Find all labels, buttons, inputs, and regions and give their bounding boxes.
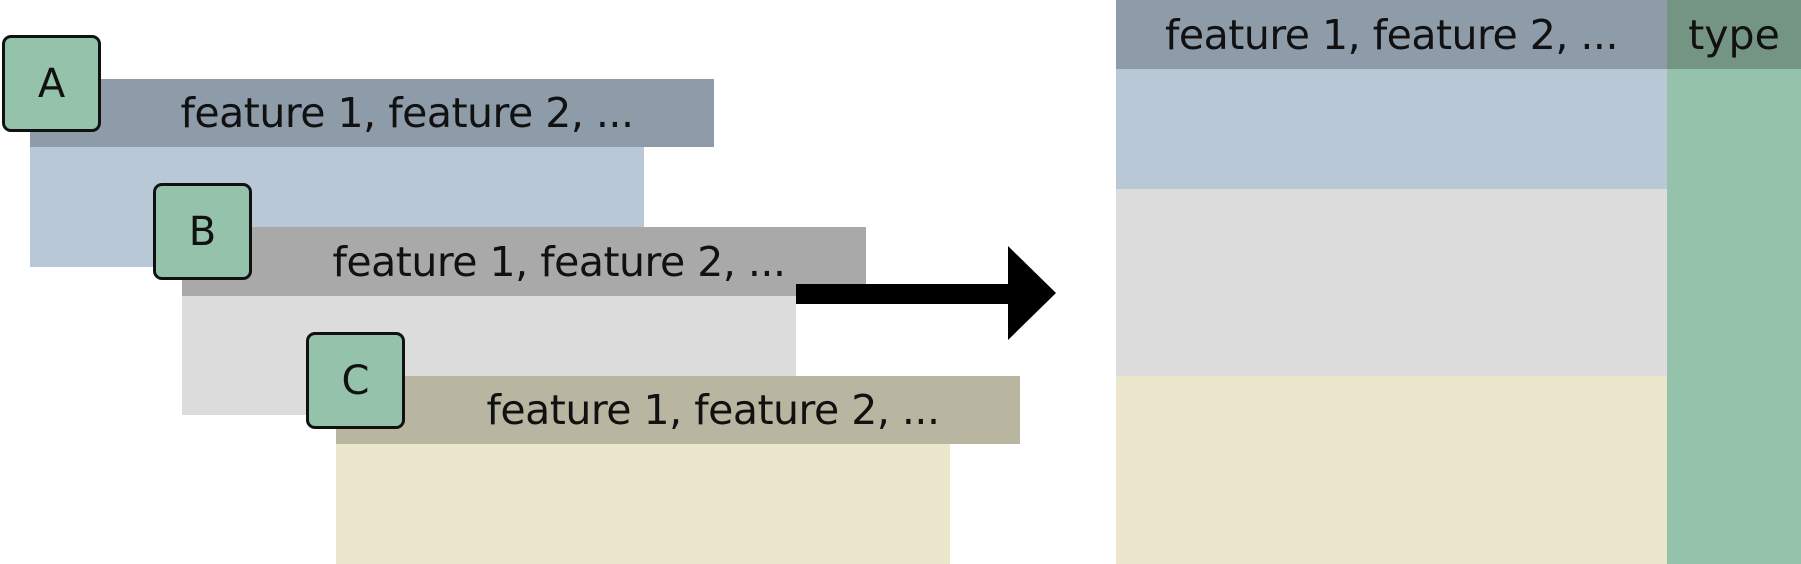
table-a-header-text: feature 1, feature 2, ... (180, 89, 634, 137)
merged-section-c (1116, 376, 1667, 564)
table-a-label-text: A (37, 60, 66, 107)
table-c-body (336, 444, 950, 564)
type-column (1667, 69, 1801, 564)
table-c-header: feature 1, feature 2, ... (336, 376, 1020, 444)
merged-section-b (1116, 189, 1667, 376)
table-b-header-text: feature 1, feature 2, ... (332, 237, 786, 286)
table-a-label: A (2, 35, 101, 132)
table-b-header: feature 1, feature 2, ... (182, 227, 866, 296)
arrow-shaft (796, 284, 1011, 304)
table-c-label-text: C (341, 357, 370, 404)
arrow-head-icon (1008, 246, 1056, 340)
type-header-text: type (1688, 10, 1780, 59)
merged-section-a (1116, 69, 1667, 189)
type-header: type (1667, 0, 1801, 69)
table-b-label-text: B (188, 208, 217, 255)
table-c-header-text: feature 1, feature 2, ... (486, 386, 940, 434)
merged-header: feature 1, feature 2, ... (1116, 0, 1667, 69)
table-a-header: feature 1, feature 2, ... (30, 79, 714, 147)
table-b-label: B (153, 183, 252, 280)
table-c-label: C (306, 332, 405, 429)
merged-header-text: feature 1, feature 2, ... (1164, 10, 1619, 59)
